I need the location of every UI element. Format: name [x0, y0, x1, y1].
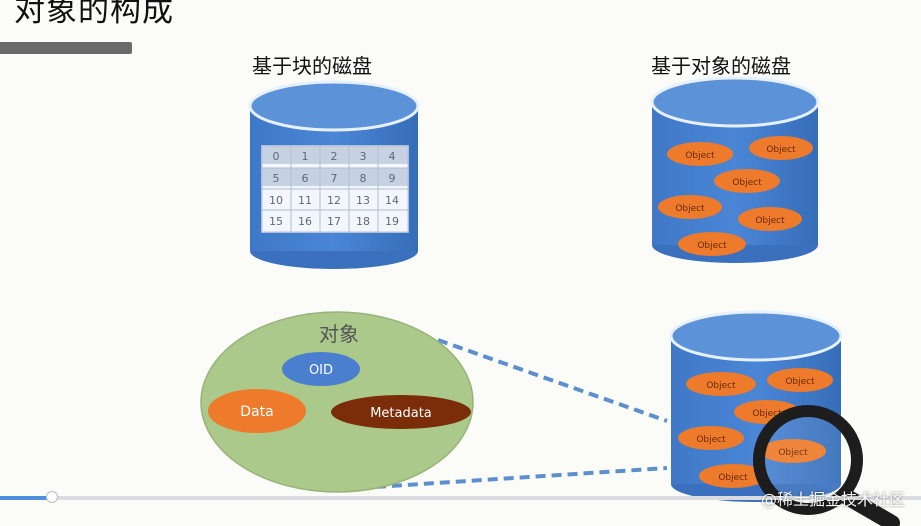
block-cell: 2 — [331, 150, 338, 163]
block-disk-label: 基于块的磁盘 — [252, 54, 372, 78]
bottom-object-label: Object — [706, 381, 736, 391]
bottom-object-label: Object — [696, 435, 726, 445]
block-cell: 8 — [360, 172, 367, 185]
block-cell: 1 — [302, 150, 309, 163]
object-disk: Object Object Object Object Object Objec… — [650, 76, 820, 263]
bottom-disk-top — [669, 310, 843, 362]
magnifier-handle — [839, 489, 900, 526]
title-accent-bar — [0, 42, 132, 54]
object-label: Object — [755, 216, 785, 226]
block-cell: 19 — [385, 215, 399, 228]
bottom-disk-item: Object — [678, 426, 744, 450]
object-disk-item: Object — [658, 195, 722, 219]
slide-title: 对象的构成 — [14, 0, 174, 29]
bottom-disk-item: Object — [699, 464, 767, 488]
block-disk: 0 1 2 3 4 5 6 7 8 9 10 11 12 13 14 15 16… — [248, 80, 420, 269]
block-cell: 6 — [302, 172, 309, 185]
oid-label: OID — [309, 363, 333, 378]
bottom-object-label: Object — [718, 473, 748, 483]
block-cell: 18 — [356, 215, 370, 228]
bottom-object-oval — [678, 426, 744, 450]
bottom-object-oval — [686, 372, 756, 396]
block-cell: 16 — [298, 215, 312, 228]
bottom-object-oval — [699, 464, 767, 488]
bottom-object-oval — [767, 368, 833, 392]
object-oval — [667, 142, 733, 166]
block-cell: 5 — [273, 172, 280, 185]
object-disk-item: Object — [714, 169, 780, 193]
object-disk-item: Object — [749, 136, 813, 160]
object-oval — [714, 169, 780, 193]
object-label: Object — [732, 178, 762, 188]
bottom-disk-item: Object — [767, 368, 833, 392]
object-disk-item: Object — [738, 207, 802, 231]
dashed-guide-bottom — [343, 466, 668, 491]
bottom-object-label: Object — [785, 377, 815, 387]
object-disk-label: 基于对象的磁盘 — [651, 54, 791, 78]
block-disk-top — [248, 80, 420, 132]
object-label: Object — [766, 145, 796, 155]
video-progress-track[interactable] — [0, 496, 921, 500]
block-cell: 3 — [360, 150, 367, 163]
block-cell: 7 — [331, 172, 338, 185]
data-label: Data — [240, 404, 273, 420]
dashed-guide-top — [437, 338, 668, 423]
object-disk-item: Object — [678, 232, 746, 256]
magnifier-icon — [753, 405, 900, 526]
metadata-oval — [331, 395, 471, 429]
block-cell: 14 — [385, 194, 399, 207]
video-progress-fill — [0, 496, 52, 500]
object-disk-top — [650, 76, 820, 128]
metadata-label: Metadata — [370, 406, 432, 421]
object-oval — [658, 195, 722, 219]
bottom-object-oval — [760, 439, 826, 463]
bottom-object-label: Object — [752, 409, 782, 419]
object-composition: 对象 OID Data Metadata — [200, 311, 474, 493]
block-cell: 17 — [327, 215, 341, 228]
data-oval — [208, 389, 306, 433]
block-cell: 13 — [356, 194, 370, 207]
object-label: Object — [685, 151, 715, 161]
object-label: Object — [697, 241, 727, 251]
object-group-label: 对象 — [319, 322, 359, 346]
block-cell: 9 — [389, 172, 396, 185]
object-oval — [678, 232, 746, 256]
block-grid-highlight-row-1 — [262, 146, 408, 164]
object-oval — [749, 136, 813, 160]
bottom-object-label: Object — [778, 448, 808, 458]
block-cell: 15 — [269, 215, 283, 228]
block-cell: 0 — [273, 150, 280, 163]
block-cell: 10 — [269, 194, 283, 207]
block-cell: 12 — [327, 194, 341, 207]
object-oval — [738, 207, 802, 231]
site-watermark: @稀土掘金技术社区 — [760, 490, 905, 509]
bottom-disk-item: Object — [760, 439, 826, 463]
block-cell: 11 — [298, 194, 312, 207]
block-grid-highlight-row-2 — [262, 168, 408, 186]
oid-oval — [282, 352, 360, 386]
video-progress-knob[interactable] — [47, 492, 57, 502]
object-label: Object — [675, 204, 705, 214]
object-disk-item: Object — [667, 142, 733, 166]
bottom-disk-item: Object — [686, 372, 756, 396]
object-oval-group — [200, 311, 474, 493]
block-cell: 4 — [389, 150, 396, 163]
magnifier-ring — [753, 405, 863, 515]
